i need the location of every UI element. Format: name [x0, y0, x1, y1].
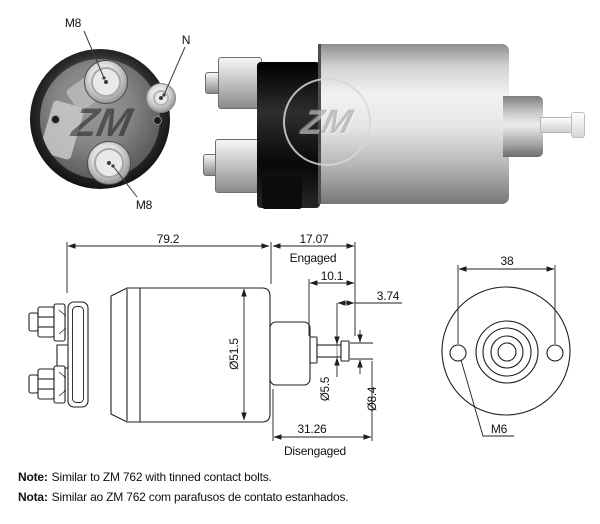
bolt-center — [159, 96, 163, 100]
note-text: Similar ao ZM 762 com parafusos de conta… — [51, 490, 349, 504]
terminal-bolt — [218, 57, 262, 109]
plunger-rod — [540, 117, 575, 133]
face-hole — [51, 115, 60, 124]
bolt-center — [107, 161, 111, 165]
terminal-bolt-bottom — [87, 141, 131, 185]
label-disengaged: Disengaged — [283, 444, 347, 458]
face-hole — [153, 116, 162, 125]
dim-collar-diameter: Ø8.4 — [367, 386, 379, 412]
side-view-photo: ZM — [200, 25, 592, 217]
rear-view-drawing — [441, 286, 571, 416]
label-engaged: Engaged — [289, 251, 337, 265]
label-m8-top: M8 — [64, 16, 82, 30]
dim-disengaged-length: 31.26 — [297, 422, 327, 436]
rear-view-dimensions — [457, 265, 556, 437]
label-m8-bottom: M8 — [135, 198, 153, 212]
note-english: Note:Similar to ZM 762 with tinned conta… — [18, 470, 272, 484]
note-portuguese: Nota:Similar ao ZM 762 com parafusos de … — [18, 490, 349, 504]
note-prefix: Note: — [18, 470, 48, 484]
dim-engaged-length: 17.07 — [299, 232, 329, 246]
terminal-bolt — [215, 139, 259, 193]
dim-3-74: 3.74 — [376, 289, 400, 303]
aux-terminal — [146, 83, 176, 113]
side-view-drawing — [28, 287, 350, 423]
zm-watermark: ZM — [68, 101, 136, 145]
label-aux-terminal: N — [181, 33, 191, 47]
dim-rod-diameter: Ø5.5 — [320, 376, 332, 402]
solenoid-cap-tab — [262, 177, 302, 209]
bolt-center — [104, 80, 108, 84]
plunger-rod-tip — [571, 112, 585, 138]
dim-body-diameter: Ø51.5 — [227, 338, 241, 370]
solenoid-nose — [503, 96, 543, 157]
dim-10-1: 10.1 — [320, 269, 344, 283]
note-prefix: Nota: — [18, 490, 48, 504]
dim-body-length: 79.2 — [156, 232, 180, 246]
dim-hole-spacing: 38 — [500, 254, 514, 268]
zm-watermark: ZM — [283, 78, 371, 166]
end-view-photo: ZM — [30, 49, 176, 189]
note-text: Similar to ZM 762 with tinned contact bo… — [51, 470, 272, 484]
label-mount-thread: M6 — [490, 422, 508, 436]
terminal-bolt-top — [84, 60, 128, 104]
